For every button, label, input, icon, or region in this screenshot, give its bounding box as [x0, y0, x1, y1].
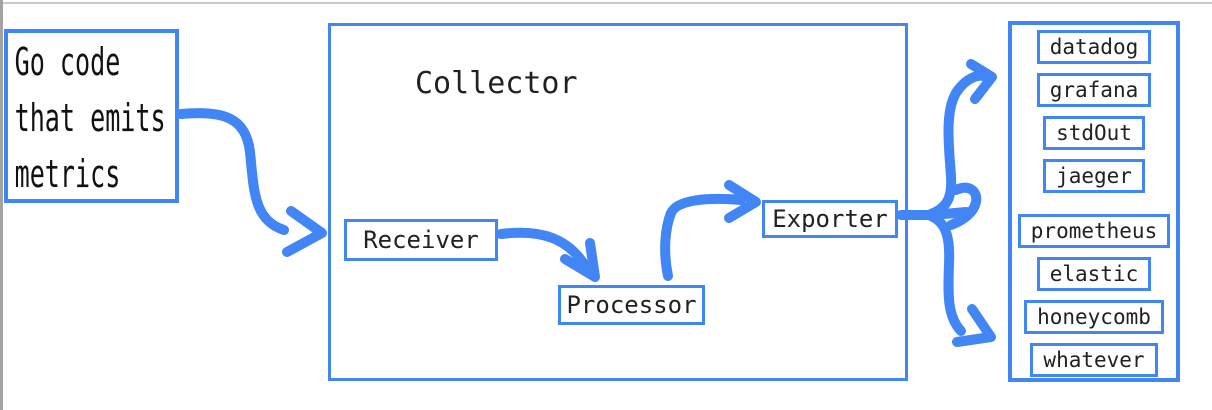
dest-box-elastic: elastic: [1036, 257, 1152, 291]
dest-box-jaeger: jaeger: [1043, 159, 1145, 193]
source-label-line-1: Go code: [14, 40, 121, 84]
collector-title: Collector: [415, 66, 578, 101]
source-box: Go code that emits metrics: [4, 29, 179, 203]
processor-box: Processor: [558, 285, 705, 325]
processor-label: Processor: [566, 291, 697, 319]
dest-box-prometheus: prometheus: [1017, 214, 1171, 248]
dest-box-stdout: stdOut: [1043, 116, 1145, 150]
collector-box: Collector Receiver Processor Exporter: [328, 23, 908, 381]
destinations-panel: datadog grafana stdOut jaeger prometheus…: [1008, 21, 1180, 382]
receiver-box: Receiver: [344, 219, 498, 261]
exporter-box: Exporter: [762, 200, 898, 238]
arrow-source-to-receiver: [176, 108, 327, 257]
receiver-label: Receiver: [363, 226, 479, 254]
source-label-line-2: that emits: [14, 96, 166, 140]
dest-box-grafana: grafana: [1036, 73, 1152, 107]
arrow-exporter-fanout-middle: [926, 182, 982, 230]
exporter-label: Exporter: [772, 205, 888, 233]
source-label: Go code that emits metrics: [8, 33, 175, 199]
dest-box-honeycomb: honeycomb: [1024, 300, 1164, 334]
source-label-line-3: metrics: [14, 152, 121, 196]
dest-box-whatever: whatever: [1030, 343, 1158, 377]
window-edge-left: [0, 0, 3, 410]
dest-box-datadog: datadog: [1036, 30, 1152, 64]
window-edge-top: [3, 2, 1212, 4]
arrow-exporter-fanout-down: [926, 211, 996, 347]
arrow-exporter-fanout-up: [896, 59, 997, 220]
